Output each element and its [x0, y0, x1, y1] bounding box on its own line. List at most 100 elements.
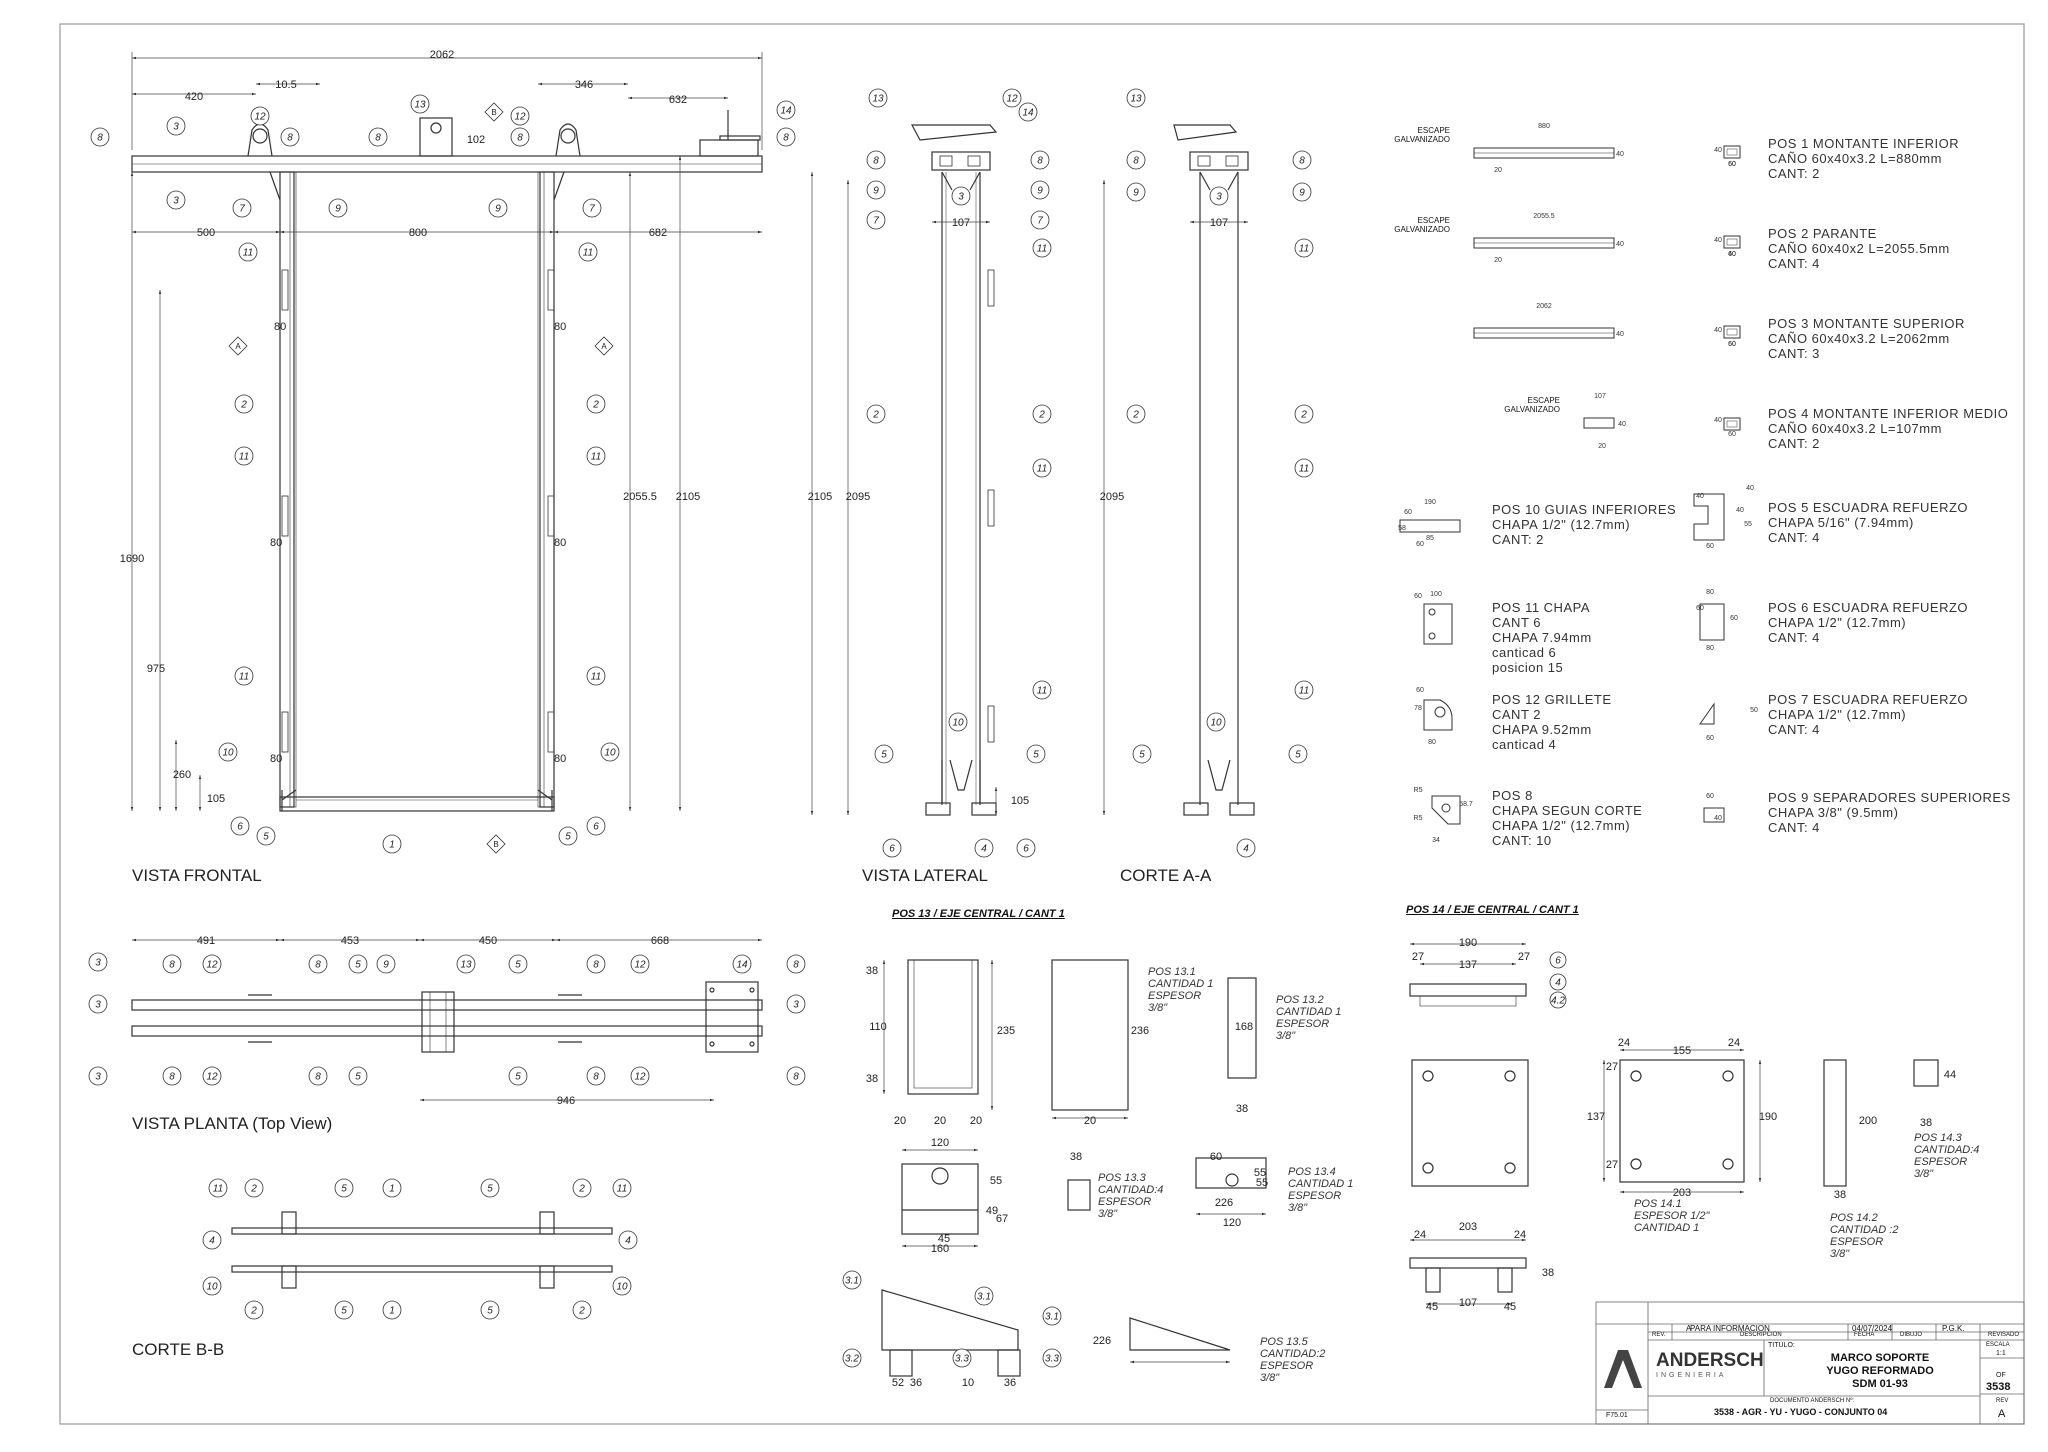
title-label: TITULO: — [1768, 1342, 1795, 1349]
balloon-label: 2 — [250, 1184, 257, 1195]
dim-label: 107 — [952, 217, 970, 229]
balloon-circle — [244, 1300, 264, 1320]
note-line: 3/8" — [1260, 1372, 1280, 1384]
dim-label: 20 — [1084, 1115, 1096, 1127]
dim-label: 60 — [1728, 251, 1736, 258]
balloon-circle — [280, 127, 300, 147]
note-line: ESPESOR — [1914, 1156, 1968, 1168]
dim-label: 107 — [1594, 393, 1606, 400]
balloon-label: 9 — [1133, 188, 1139, 199]
dim-label: 10.5 — [275, 79, 296, 91]
balloon-circle — [586, 394, 606, 414]
dim-label: 110 — [869, 1021, 887, 1033]
balloon-label: 3 — [1216, 192, 1222, 203]
balloon-circle — [410, 94, 430, 114]
drawing-title-line: MARCO SOPORTE — [1830, 1352, 1930, 1364]
dim-label: 60 — [1706, 735, 1714, 742]
balloon-label: 7 — [873, 216, 879, 227]
dim-label: 80 — [1706, 589, 1714, 596]
balloon-circle — [600, 742, 620, 762]
balloon-label: 11 — [243, 248, 253, 259]
dim-label: 1690 — [120, 553, 144, 565]
balloon-circle — [250, 106, 270, 126]
dim-label: 40 — [1616, 241, 1624, 248]
balloon-circle — [376, 954, 396, 974]
note-line: CANTIDAD 1 — [1634, 1222, 1700, 1234]
balloon-circle — [166, 190, 186, 210]
balloon-label: 6 — [1555, 956, 1561, 967]
dim-label: 491 — [197, 935, 215, 947]
balloon-label: 5 — [1139, 750, 1145, 761]
dim-label: 60 — [1404, 509, 1412, 516]
part-line: CHAPA 1/2" (12.7mm) — [1492, 517, 1631, 532]
dim-label: 40 — [1714, 327, 1722, 334]
dim-label: 450 — [479, 935, 497, 947]
dim-label: 20 — [1598, 443, 1606, 450]
balloon-label: 8 — [783, 133, 789, 144]
balloon-label: 4 — [1555, 978, 1561, 989]
note-line: 3/8" — [1914, 1168, 1934, 1180]
dim-label: 2062 — [430, 49, 454, 61]
dim-label: 40 — [1616, 331, 1624, 338]
balloon-circle — [586, 666, 606, 686]
dim-label: 60 — [1728, 161, 1736, 168]
drawing-number: 3538 — [1986, 1381, 2011, 1393]
balloon-circle — [1026, 744, 1046, 764]
part-title: POS 6 ESCUADRA REFUERZO — [1768, 600, 1969, 615]
part-line: CHAPA 9.52mm — [1492, 722, 1592, 737]
dim-label: 38 — [1834, 1189, 1846, 1201]
dim-label: 60 — [1728, 341, 1736, 348]
balloon-circle — [1032, 404, 1052, 424]
balloon-label: 8 — [375, 133, 381, 144]
part-line: CAÑO 60x40x2 L=2055.5mm — [1768, 241, 1950, 256]
balloon-label: 8 — [593, 1072, 599, 1083]
part-title: POS 4 MONTANTE INFERIOR MEDIO — [1768, 406, 2009, 421]
balloon-circle — [308, 954, 328, 974]
dim-label: 2095 — [846, 491, 870, 503]
dim-label: 2105 — [808, 491, 832, 503]
balloon-label: 2 — [250, 1306, 257, 1317]
balloon-label: 13 — [872, 94, 884, 105]
dim-label: 2055.5 — [623, 491, 657, 503]
balloon-circle — [508, 954, 528, 974]
balloon-circle — [510, 106, 530, 126]
balloon-circle — [586, 1066, 606, 1086]
escape-label: ESCAPE GALVANIZADO — [1394, 126, 1450, 144]
balloon-circle — [1016, 838, 1036, 858]
section-marker: B — [484, 102, 504, 122]
dim-label: 38 — [1542, 1267, 1554, 1279]
dim-label: 236 — [1131, 1025, 1149, 1037]
dim-label: 20 — [934, 1115, 946, 1127]
balloon-label: 10 — [222, 748, 234, 759]
dim-label: R5 — [1414, 815, 1423, 822]
date-column-label: FECHA — [1854, 1332, 1875, 1338]
note-line: 3/8" — [1276, 1030, 1296, 1042]
part-title: POS 3 MONTANTE SUPERIOR — [1768, 316, 1965, 331]
balloon-label: 11 — [213, 1184, 223, 1195]
balloon-label: 1 — [389, 1306, 395, 1317]
balloon-circle — [256, 826, 276, 846]
part-line: CHAPA 5/16" (7.94mm) — [1768, 515, 1914, 530]
part-line: CAÑO 60x40x3.2 L=2062mm — [1768, 331, 1950, 346]
balloon-circle — [1032, 458, 1052, 478]
dim-label: 80 — [554, 537, 566, 549]
note-line: ESPESOR 1/2" — [1634, 1210, 1710, 1222]
balloon-circle — [612, 1178, 632, 1198]
balloon-label: 3 — [95, 1000, 101, 1011]
balloon-circle — [630, 1066, 650, 1086]
balloon-label: 5 — [487, 1306, 493, 1317]
pos14-dimension-lines — [1410, 942, 1762, 1306]
balloon-label: 8 — [315, 960, 321, 971]
balloon-circle — [1126, 182, 1146, 202]
lateral-geometry — [911, 124, 998, 816]
dim-label: 60 — [1728, 161, 1736, 168]
part-sketches — [1399, 145, 1741, 825]
balloon-circle — [1294, 680, 1314, 700]
note-line: 3/8" — [1830, 1248, 1850, 1260]
dim-label: 60 — [1728, 431, 1736, 438]
balloon-label: 6 — [1023, 844, 1029, 855]
dim-label: 226 — [1093, 1335, 1111, 1347]
